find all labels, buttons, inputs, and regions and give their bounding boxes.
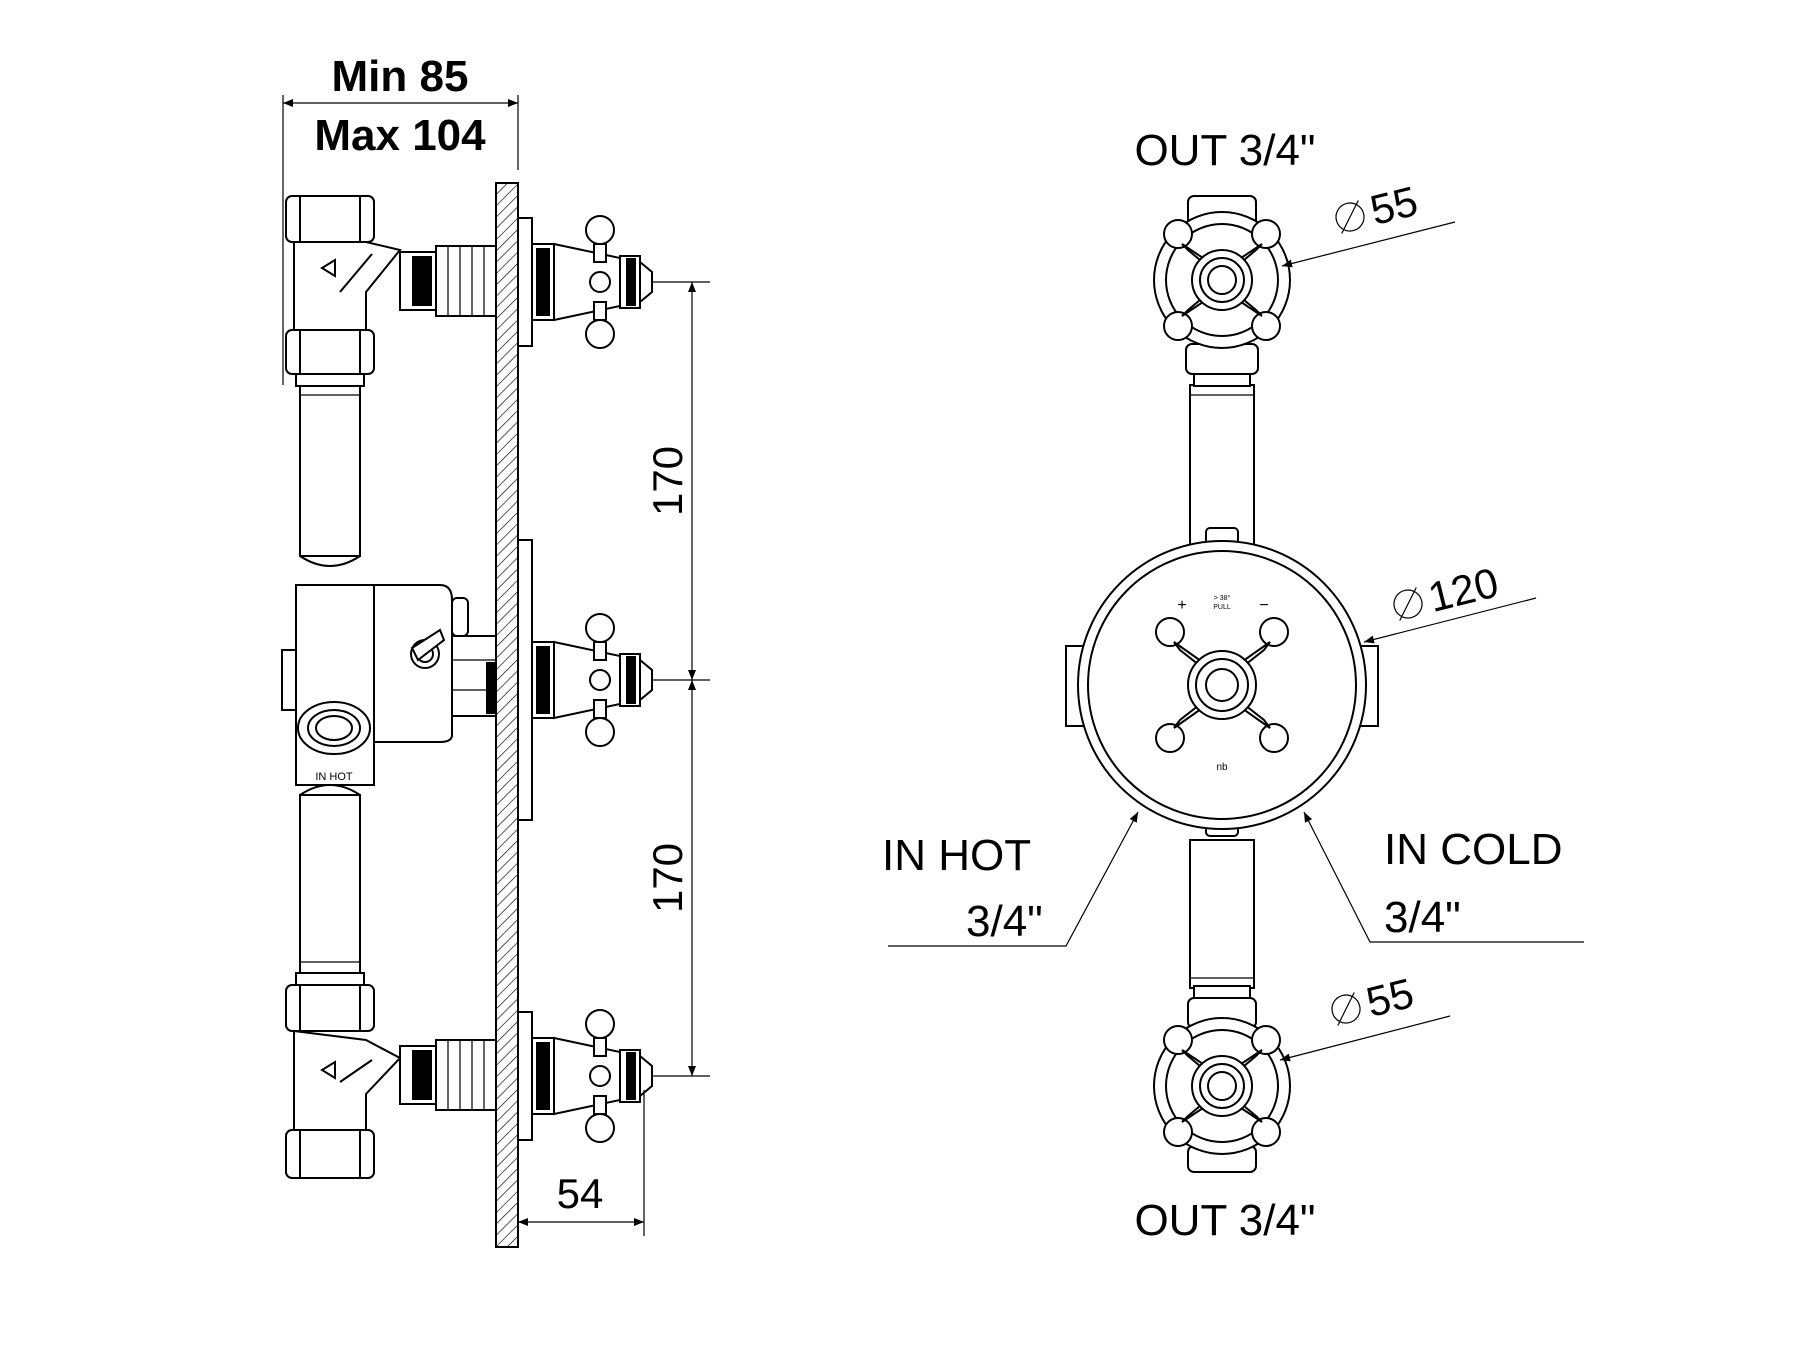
- in-cold-line1: IN COLD: [1384, 825, 1562, 874]
- out-top-label: OUT 3/4": [1134, 126, 1315, 175]
- dial-mid-1: > 38°: [1214, 594, 1231, 602]
- dia-bottom-label: 55: [1362, 969, 1419, 1026]
- projection-dimension: 54: [517, 1090, 645, 1236]
- depth-dimension: Min 85 Max 104: [282, 52, 519, 385]
- front-mixer-rosette: + > 38° PULL − nb: [1065, 540, 1379, 830]
- spacing-dimension: 170 170: [644, 281, 710, 1077]
- dial-mid-2: PULL: [1213, 604, 1231, 611]
- body-marking: IN HOT: [315, 771, 353, 783]
- spacing-bottom-label: 170: [644, 843, 691, 913]
- side-handle-middle: [531, 613, 653, 747]
- in-cold-line2: 3/4": [1384, 893, 1461, 942]
- front-valve-top: [1153, 195, 1291, 387]
- dia-top-label: 55: [1366, 177, 1423, 234]
- top-tee-fitting: [285, 195, 402, 387]
- side-view: Min 85 Max 104: [281, 52, 710, 1248]
- mixer-body: IN HOT: [281, 584, 497, 786]
- wall-plate: [495, 182, 519, 1248]
- brand-mark: nb: [1216, 762, 1228, 773]
- dia-center-callout: 120: [1363, 558, 1537, 644]
- min-depth-label: Min 85: [332, 52, 469, 101]
- side-handle-top: [531, 215, 653, 349]
- spacing-top-label: 170: [644, 446, 691, 516]
- dia-center-label: 120: [1424, 558, 1503, 621]
- dia-bottom-callout: 55: [1279, 969, 1451, 1062]
- bottom-connector: [399, 1039, 497, 1111]
- top-connector: [399, 245, 497, 317]
- in-hot-line2: 3/4": [966, 897, 1043, 946]
- in-hot-callout: IN HOT 3/4": [882, 811, 1139, 947]
- dial-plus: +: [1177, 597, 1186, 614]
- dia-top-callout: 55: [1281, 177, 1456, 268]
- in-cold-callout: IN COLD 3/4": [1303, 811, 1584, 943]
- front-valve-bottom: [1153, 985, 1291, 1173]
- front-view: + > 38° PULL − nb OUT 3/4" OUT 3/4" 55: [882, 126, 1584, 1245]
- out-bottom-label: OUT 3/4": [1134, 1196, 1315, 1245]
- bottom-tee-fitting: [285, 972, 402, 1179]
- in-hot-line1: IN HOT: [882, 831, 1031, 880]
- side-handle-bottom: [531, 1009, 653, 1143]
- side-escutcheons: [517, 217, 533, 1141]
- vertical-pipe: [299, 385, 361, 974]
- projection-label: 54: [557, 1170, 604, 1217]
- max-depth-label: Max 104: [314, 111, 486, 160]
- dial-minus: −: [1259, 597, 1268, 614]
